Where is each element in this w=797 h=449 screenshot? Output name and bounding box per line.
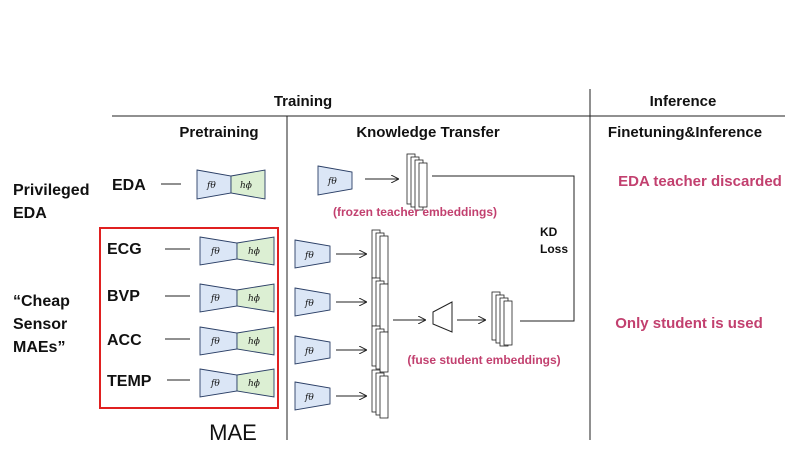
student-encoder-symbol-bvp: fθ: [304, 299, 314, 309]
pretraining-header: Pretraining: [179, 124, 258, 141]
temp-encoder-symbol: fθ: [210, 379, 220, 389]
student-encoder-bvp: [294, 287, 331, 317]
kd-label-line2: Loss: [540, 242, 568, 256]
kd-loss-connector: [432, 175, 575, 322]
bvp-decoder-symbol: hϕ: [248, 294, 260, 304]
acc-row: ACC fθ hϕ: [107, 326, 275, 356]
teacher-encoder: [317, 165, 353, 196]
acc-encoder-symbol: fθ: [210, 337, 220, 347]
cheap-label-line3: MAEs”: [13, 339, 65, 356]
teacher-discarded-text: EDA teacher discarded: [618, 173, 782, 190]
eda-decoder-symbol: hϕ: [240, 181, 252, 191]
bvp-row: BVP fθ hϕ: [107, 283, 275, 313]
student-embedding-stack-acc: [371, 325, 389, 373]
student-encoder-ecg: [294, 239, 331, 269]
row-label-bvp: BVP: [107, 288, 140, 305]
ecg-row: ECG fθ hϕ: [107, 236, 275, 266]
eda-encoder-symbol: fθ: [206, 181, 216, 191]
bvp-decoder: [236, 283, 275, 313]
teacher-encoder-symbol: fθ: [327, 177, 337, 187]
student-embedding-stack-temp: [371, 369, 389, 419]
student-encoders: fθ fθ fθ fθ: [294, 239, 366, 411]
row-label-acc: ACC: [107, 332, 142, 349]
kd-label-line1: KD: [540, 225, 558, 239]
cheap-label-line1: “Cheap: [13, 293, 70, 310]
frozen-teacher-annotation: (frozen teacher embeddings): [333, 205, 497, 219]
privileged-label-line1: Privileged: [13, 182, 89, 199]
acc-decoder: [236, 326, 275, 356]
row-label-ecg: ECG: [107, 241, 142, 258]
row-label-temp: TEMP: [107, 373, 152, 390]
student-encoder-acc: [294, 335, 331, 365]
eda-decoder: [230, 169, 266, 200]
temp-decoder: [236, 368, 275, 398]
ecg-encoder-symbol: fθ: [210, 247, 220, 257]
temp-decoder-symbol: hϕ: [248, 379, 260, 389]
ecg-decoder-symbol: hϕ: [248, 247, 260, 257]
privileged-label-line2: EDA: [13, 205, 47, 222]
fuse-student-annotation: (fuse student embeddings): [407, 353, 560, 367]
student-used-text: Only student is used: [615, 315, 763, 332]
row-label-eda: EDA: [112, 177, 146, 194]
acc-decoder-symbol: hϕ: [248, 337, 260, 347]
fused-embedding-stack: [491, 291, 513, 347]
student-encoder-temp: [294, 381, 331, 411]
student-embedding-stack-bvp: [371, 277, 389, 333]
student-encoder-symbol-ecg: fθ: [304, 251, 314, 261]
inference-header: Inference: [650, 93, 717, 110]
eda-autoencoder: fθ hϕ: [196, 169, 266, 200]
mae-label: MAE: [209, 420, 257, 445]
teacher-branch: fθ (frozen teacher embeddings): [317, 153, 497, 219]
temp-row: TEMP fθ hϕ: [107, 368, 275, 398]
training-header: Training: [274, 93, 332, 110]
knowledge-transfer-header: Knowledge Transfer: [356, 124, 500, 141]
student-encoder-symbol-temp: fθ: [304, 393, 314, 403]
ecg-decoder: [236, 236, 275, 266]
finetuning-inference-header: Finetuning&Inference: [608, 124, 762, 141]
teacher-embedding-stack: [406, 153, 428, 211]
mae-box: [99, 227, 279, 409]
student-encoder-symbol-acc: fθ: [304, 347, 314, 357]
bvp-encoder-symbol: fθ: [210, 294, 220, 304]
cheap-label-line2: Sensor: [13, 316, 67, 333]
fusion-module: [432, 301, 453, 333]
student-embedding-stack-ecg: [371, 229, 389, 285]
